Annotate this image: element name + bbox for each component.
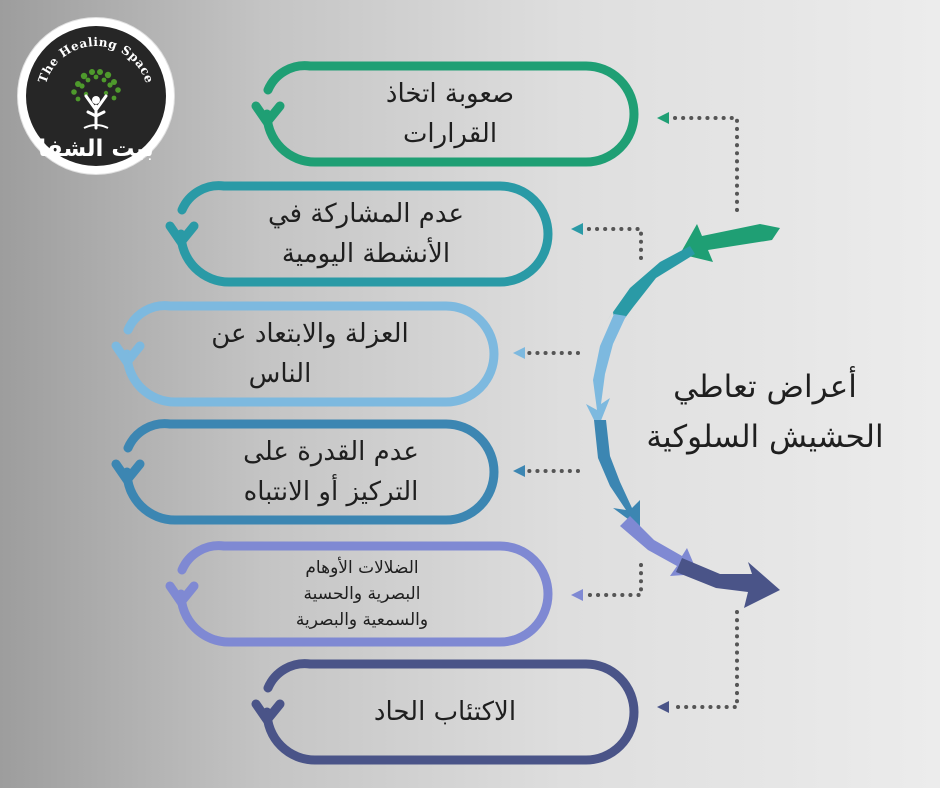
connector-arrowheads xyxy=(513,112,669,713)
pill-1 xyxy=(251,61,639,167)
connector-arrowhead-5 xyxy=(571,589,583,601)
arc-segment-5 xyxy=(620,516,698,576)
symptom-1-line2: القرارات xyxy=(402,119,498,149)
pill-4 xyxy=(111,419,499,525)
symptom-5-text: الضلالات الأوهام البصرية والحسية والسمعي… xyxy=(252,550,472,638)
pill-3 xyxy=(111,301,499,407)
dotted-connectors xyxy=(525,116,739,709)
symptom-2-line1: عدم المشاركة في xyxy=(267,199,465,229)
symptom-pills xyxy=(111,61,639,765)
symptom-5-line3: والسمعية والبصرية xyxy=(295,610,429,630)
connector-1 xyxy=(670,116,739,212)
connector-arrowhead-6 xyxy=(657,701,669,713)
symptom-1-line1: صعوبة اتخاذ xyxy=(385,79,515,109)
logo-graphic: The Healing Space xyxy=(26,26,166,166)
tree-icon xyxy=(71,69,121,130)
symptom-4-line2: التركيز أو الانتباه xyxy=(243,477,419,507)
symptom-5-line1: الضلالات الأوهام xyxy=(305,558,419,578)
title-line2: الحشيش السلوكية xyxy=(646,419,884,455)
diagram-title: أعراض تعاطي الحشيش السلوكية xyxy=(610,362,920,462)
connector-arrowhead-3 xyxy=(513,347,525,359)
connector-5 xyxy=(584,563,643,597)
title-line1: أعراض تعاطي xyxy=(673,369,857,405)
arc-segment-3 xyxy=(586,314,626,428)
symptom-3-text: العزلة والابتعاد عن الناس xyxy=(160,312,460,396)
symptom-4-text: عدم القدرة على التركيز أو الانتباه xyxy=(196,428,466,516)
curved-arrow xyxy=(586,224,780,608)
pill-6 xyxy=(251,659,639,765)
connector-arrowhead-2 xyxy=(571,223,583,235)
logo: The Healing Space بيت الشفا xyxy=(18,18,174,174)
symptom-6-text: الاكتئاب الحاد xyxy=(330,668,560,756)
connector-arrowhead-4 xyxy=(513,465,525,477)
connector-2 xyxy=(584,227,643,260)
logo-arabic-text: بيت الشفا xyxy=(38,136,154,162)
connector-arrowhead-1 xyxy=(657,112,669,124)
pill-2 xyxy=(165,181,553,287)
connector-6 xyxy=(670,610,739,709)
symptom-2-text: عدم المشاركة في الأنشطة اليومية xyxy=(216,190,516,278)
pill-5 xyxy=(165,541,553,647)
symptom-4-line1: عدم القدرة على xyxy=(243,437,419,467)
symptom-3-line2: الناس xyxy=(248,359,312,389)
symptom-2-line2: الأنشطة اليومية xyxy=(281,239,451,269)
symptom-6-line1: الاكتئاب الحاد xyxy=(373,697,517,727)
arc-segment-4 xyxy=(594,420,640,528)
symptom-5-line2: البصرية والحسية xyxy=(303,584,421,604)
symptom-1-text: صعوبة اتخاذ القرارات xyxy=(310,70,590,158)
arc-segment-2 xyxy=(606,246,695,330)
arc-segment-1 xyxy=(680,224,780,262)
arc-segment-6 xyxy=(676,558,780,608)
symptom-3-line1: العزلة والابتعاد عن xyxy=(211,319,409,349)
